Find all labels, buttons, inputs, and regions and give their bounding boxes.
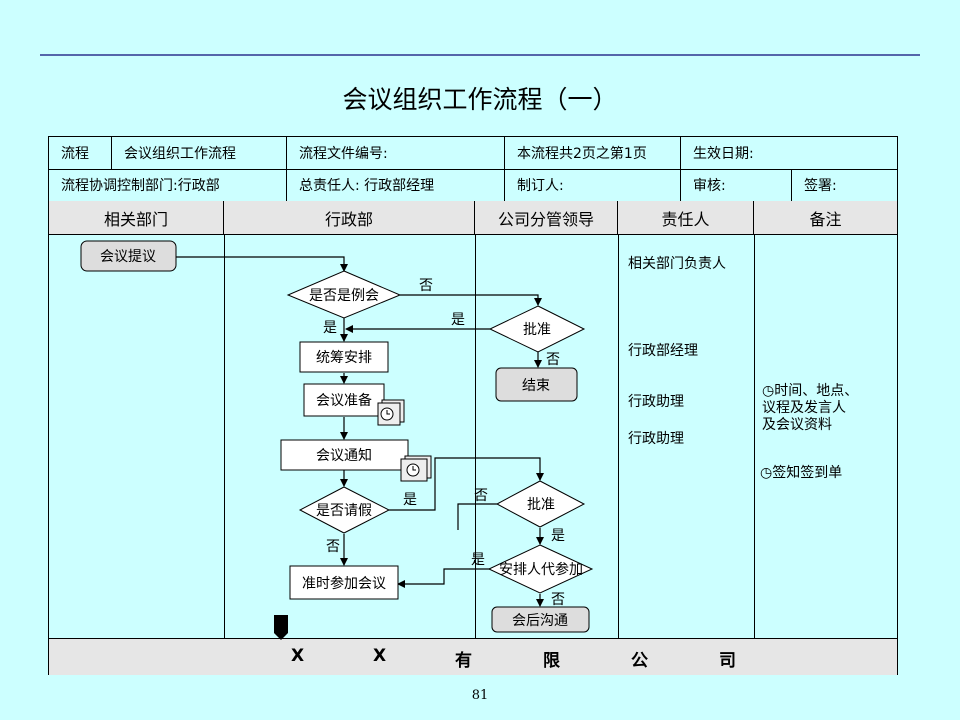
edge-label: 是: [551, 528, 565, 544]
edge-label: 是: [323, 320, 337, 336]
edge-start-to-regular: [176, 256, 348, 272]
note-block: ◷签知签到单: [760, 465, 842, 482]
edge-approve2-no: [457, 503, 497, 530]
node-label: 会后沟通: [512, 613, 568, 629]
edge-label: 是: [451, 312, 465, 328]
header-cell: 本流程共2页之第1页: [505, 137, 681, 169]
header-cell: 签署:: [804, 178, 837, 194]
company-footer: X X 有 限 公 司: [49, 638, 897, 675]
top-rule: [40, 54, 920, 56]
lane-divider: [475, 234, 476, 638]
is-regular-decision: [286, 270, 402, 319]
edge-label: 否: [419, 278, 433, 294]
swimlane-header: 相关部门 行政部 公司分管领导 责任人 备注: [49, 201, 897, 235]
edge-label: 否: [326, 539, 340, 555]
node-label: 结束: [522, 378, 550, 394]
node-label: 准时参加会议: [302, 575, 386, 592]
header-cell: 流程文件编号:: [287, 137, 505, 169]
note-line: 及会议资料: [762, 417, 832, 433]
edge-label: 是: [403, 492, 417, 508]
lane-header-notes: 备注: [809, 209, 842, 229]
header-cell: 生效日期:: [693, 146, 754, 162]
node-label: 会议准备: [316, 392, 372, 409]
node-label: 批准: [527, 497, 555, 513]
header-cell: 制订人:: [505, 169, 681, 201]
node-label: 是否是例会: [309, 288, 379, 304]
node-label: 会议提议: [100, 249, 156, 265]
edge-leave-yes: [389, 457, 544, 511]
plan-box: [299, 341, 389, 373]
edge-label: 否: [551, 592, 565, 608]
approve2-decision: [495, 480, 586, 528]
attend-box: [289, 565, 399, 600]
edge-substitute-to-attend: [397, 568, 495, 588]
edge-regular-no: [400, 294, 542, 306]
node-label: 安排人代参加: [499, 561, 583, 578]
responsible-label: 行政部经理: [628, 343, 698, 359]
footer-char: 有: [455, 651, 472, 671]
responsible-label: 相关部门负责人: [628, 256, 726, 272]
footer-char: 公: [631, 651, 648, 671]
footer-char: 司: [719, 651, 736, 671]
lane-header-leader: 公司分管领导: [475, 201, 618, 234]
prepare-box: [303, 383, 385, 417]
header-row-1: 流程 会议组织工作流程 流程文件编号: 本流程共2页之第1页 生效日期:: [49, 137, 897, 170]
lane-divider: [754, 234, 755, 638]
note-line: 时间、地点、: [774, 383, 859, 399]
is-leave-decision: [298, 486, 391, 534]
edge-label: 是: [471, 552, 485, 568]
edge-label: 否: [546, 352, 560, 368]
node-label: 会议通知: [316, 447, 372, 464]
end-node: [495, 367, 578, 402]
notify-box: [280, 439, 409, 471]
node-label: 批准: [523, 322, 551, 338]
responsible-label: 行政助理: [628, 431, 684, 447]
approve1-decision: [488, 305, 586, 353]
footer-char: X: [291, 646, 305, 666]
node-label: 是否请假: [316, 503, 372, 519]
note-line: 签知签到单: [772, 465, 843, 481]
footer-char: X: [373, 646, 387, 666]
note-line: 议程及发言人: [762, 400, 846, 416]
lane-divider: [618, 234, 619, 638]
node-label: 统筹安排: [316, 349, 372, 366]
lane-divider: [224, 234, 225, 638]
document-icon: [400, 455, 432, 482]
flowchart-frame: 流程 会议组织工作流程 流程文件编号: 本流程共2页之第1页 生效日期: 流程协…: [48, 136, 898, 675]
page-title: 会议组织工作流程（一）: [342, 85, 618, 114]
header-cell: 总责任人: 行政部经理: [287, 169, 505, 201]
edge-label: 否: [474, 488, 488, 504]
lane-header-related-dept: 相关部门: [49, 201, 224, 234]
header-cell: 审核:: [681, 169, 792, 201]
header-cell: 会议组织工作流程: [112, 137, 287, 169]
start-node: [80, 240, 177, 272]
responsible-label: 行政助理: [628, 394, 684, 410]
page-marker-icon: [274, 615, 288, 640]
document-icon: [377, 399, 405, 426]
clock-icon: ◷: [760, 465, 773, 481]
followup-node: [491, 606, 590, 633]
footer-char: 限: [543, 651, 560, 671]
clock-icon: ◷: [762, 383, 775, 399]
header-cell: 流程: [49, 137, 112, 169]
header-cell: 流程协调控制部门:行政部: [49, 169, 287, 201]
lane-header-responsible: 责任人: [618, 201, 754, 234]
lane-header-admin: 行政部: [224, 201, 475, 234]
page-number: 81: [471, 688, 489, 703]
note-block: ◷时间、地点、 议程及发言人 及会议资料: [762, 383, 858, 434]
substitute-decision: [487, 544, 594, 594]
